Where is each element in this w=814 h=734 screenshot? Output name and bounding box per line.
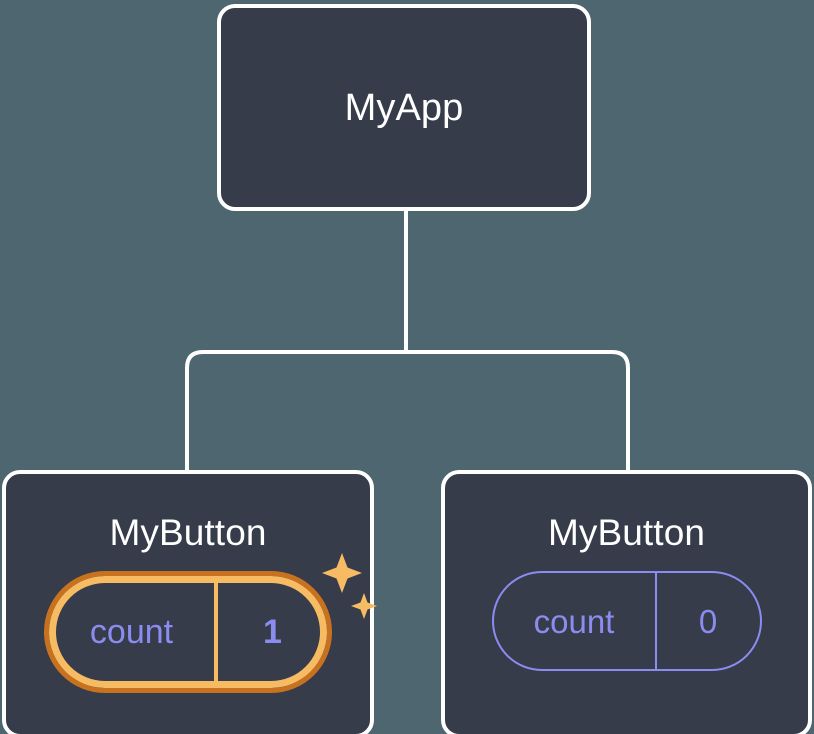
node-mybutton-right[interactable]: MyButton count 0: [441, 470, 812, 734]
state-pill-plain[interactable]: count 0: [491, 571, 762, 671]
connector-branch-bus: [185, 350, 630, 470]
node-myapp[interactable]: MyApp: [217, 4, 591, 211]
state-pill-highlighted[interactable]: count 1: [44, 571, 332, 693]
state-pill-right-wrapper: count 0: [491, 571, 762, 671]
state-value-left: 1: [214, 576, 327, 688]
state-key-left: count: [89, 613, 174, 651]
state-key-right: count: [533, 602, 615, 640]
node-mybutton-left-label: MyButton: [109, 512, 267, 553]
node-mybutton-right-label: MyButton: [547, 512, 706, 553]
node-mybutton-left[interactable]: MyButton count 1: [2, 470, 377, 734]
state-value-right: 0: [654, 573, 760, 669]
sparkle-small-icon: [351, 593, 377, 619]
node-myapp-label: MyApp: [344, 86, 464, 129]
state-pill-left-wrapper: count 1: [44, 553, 377, 693]
sparkle-large-icon: [322, 553, 362, 593]
